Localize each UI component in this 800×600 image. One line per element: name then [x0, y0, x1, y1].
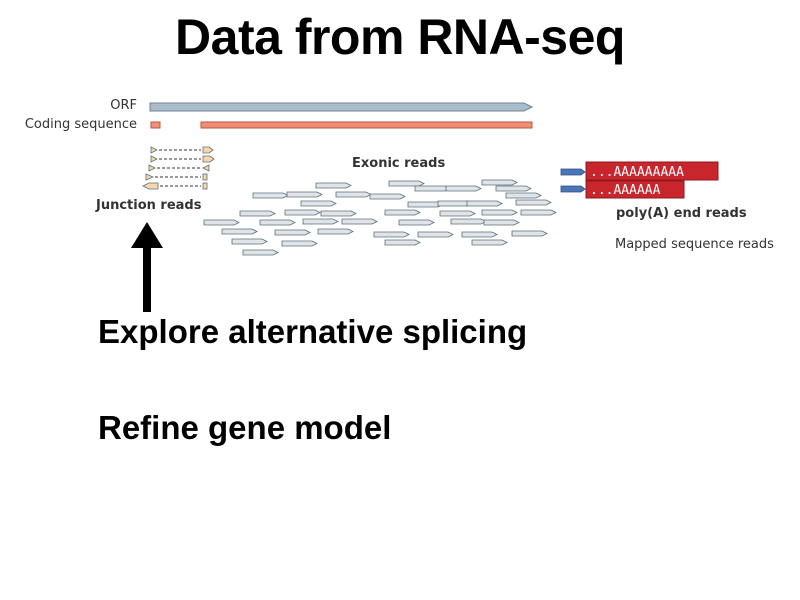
junction-reads-group	[142, 146, 215, 190]
exonic-read	[471, 239, 508, 246]
exonic-read	[505, 192, 542, 199]
bullet-alternative-splicing: Explore alternative splicing	[98, 313, 528, 350]
exonic-read	[417, 231, 454, 238]
polya-tail-text: ...AAAAAA	[590, 183, 661, 198]
junction-read	[150, 155, 215, 163]
junction-read	[150, 146, 214, 154]
exonic-read	[511, 230, 548, 237]
exonic-read	[466, 200, 503, 207]
junction-read	[145, 173, 208, 181]
exonic-reads-group	[203, 179, 557, 256]
orf-bar	[149, 102, 534, 112]
exonic-read	[284, 209, 321, 216]
exonic-read	[369, 193, 406, 200]
exonic-read	[388, 180, 425, 187]
exonic-read	[274, 229, 311, 236]
exonic-read	[481, 179, 518, 186]
exonic-read	[335, 191, 372, 198]
exonic-read	[252, 192, 289, 199]
exonic-read	[439, 210, 476, 217]
coding-sequence-label: Coding sequence	[25, 117, 137, 132]
rna-seq-reads-diagram: ORF Coding sequence	[25, 98, 774, 256]
exonic-read	[483, 219, 520, 226]
exonic-read	[384, 239, 421, 246]
slide-title: Data from RNA-seq	[175, 9, 625, 65]
exonic-read	[450, 218, 487, 225]
exonic-read	[495, 185, 532, 192]
mapped-sequence-reads-label: Mapped sequence reads	[615, 237, 774, 252]
exonic-read	[315, 182, 352, 189]
exonic-read	[317, 228, 354, 235]
exonic-read	[221, 228, 258, 235]
polya-end-reads-label: poly(A) end reads	[616, 206, 747, 221]
junction-read	[142, 182, 208, 190]
exonic-read	[281, 240, 318, 247]
polya-tail-text: ...AAAAAAAAA	[590, 165, 684, 180]
exonic-read	[481, 209, 518, 216]
polya-read: ...AAAAAA	[560, 180, 685, 199]
exonic-read	[231, 238, 268, 245]
exonic-read	[515, 199, 552, 206]
exonic-reads-label: Exonic reads	[352, 156, 445, 171]
exonic-read	[461, 231, 498, 238]
exonic-read	[414, 185, 451, 192]
exonic-read	[286, 191, 323, 198]
junction-read	[148, 164, 210, 172]
exonic-read	[341, 218, 378, 225]
exonic-read	[239, 210, 276, 217]
junction-reads-label: Junction reads	[95, 198, 202, 213]
orf-label: ORF	[110, 98, 137, 113]
exonic-read	[300, 200, 337, 207]
exonic-read	[302, 218, 339, 225]
up-arrow-icon	[131, 222, 163, 312]
exonic-read	[384, 209, 421, 216]
exonic-read	[320, 210, 357, 217]
polya-read: ...AAAAAAAAA	[560, 161, 719, 181]
exonic-read	[242, 249, 279, 256]
exonic-read	[203, 219, 240, 226]
exonic-read	[445, 185, 482, 192]
coding-sequence-bar-short	[150, 121, 161, 129]
exonic-read	[398, 219, 435, 226]
exonic-read	[259, 219, 296, 226]
exonic-read	[520, 209, 557, 216]
exonic-read	[373, 231, 410, 238]
coding-sequence-bar-long	[200, 121, 533, 129]
bullet-refine-gene-model: Refine gene model	[98, 409, 392, 446]
